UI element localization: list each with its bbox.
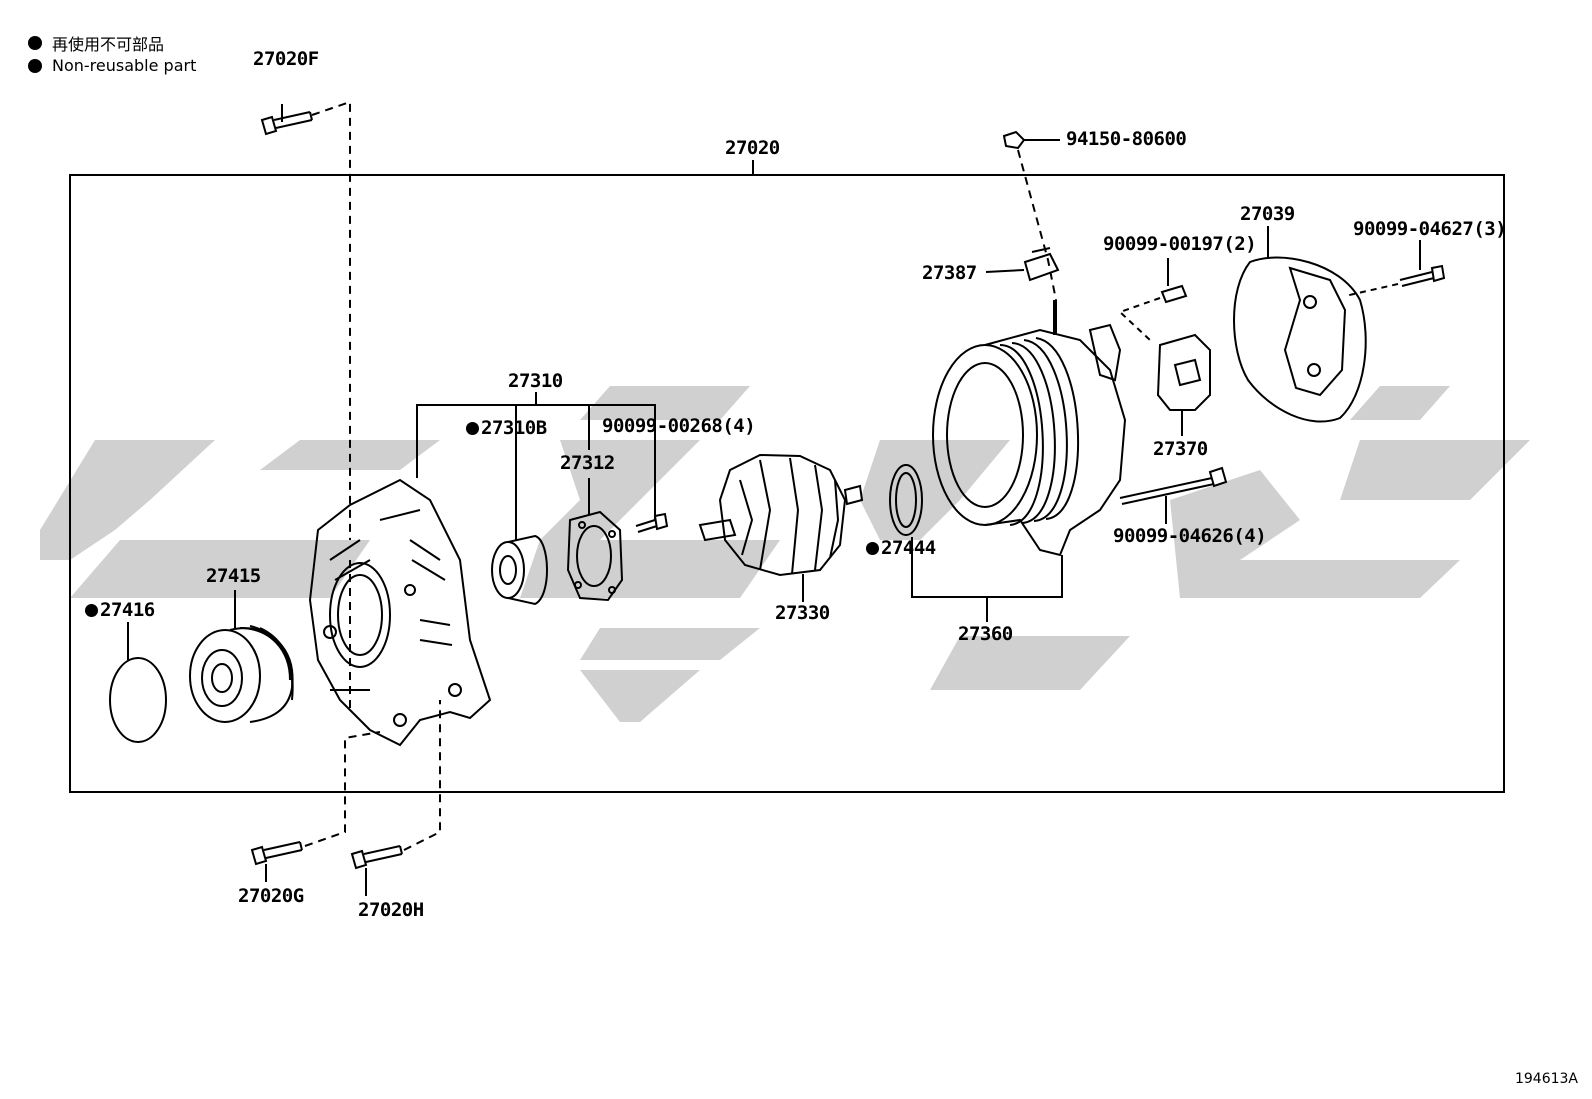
non-reusable-dot-icon bbox=[866, 542, 879, 555]
label-27020F[interactable]: 27020F bbox=[253, 48, 319, 70]
label-27330[interactable]: 27330 bbox=[775, 602, 830, 624]
label-27312[interactable]: 27312 bbox=[560, 452, 615, 474]
label-27020G[interactable]: 27020G bbox=[238, 885, 304, 907]
drive-end-frame-shape bbox=[308, 478, 492, 747]
rotor-27330-shape bbox=[698, 453, 864, 577]
label-90099-00268[interactable]: 90099-00268(4) bbox=[602, 415, 756, 437]
non-reusable-dot-icon bbox=[85, 604, 98, 617]
label-27039[interactable]: 27039 bbox=[1240, 203, 1295, 225]
bolt-90099-04627-shape bbox=[1399, 264, 1446, 287]
label-27415[interactable]: 27415 bbox=[206, 565, 261, 587]
non-reusable-dot-icon bbox=[28, 36, 42, 50]
non-reusable-dot-icon bbox=[28, 58, 42, 73]
label-90099-04626[interactable]: 90099-04626(4) bbox=[1113, 525, 1267, 547]
label-90099-00197[interactable]: 90099-00197(2) bbox=[1103, 233, 1257, 255]
screw-90099-00197-shape bbox=[1160, 284, 1188, 304]
label-27387[interactable]: 27387 bbox=[922, 262, 977, 284]
label-27416-text: 27416 bbox=[100, 599, 155, 621]
screw-90099-00268-shape bbox=[635, 512, 669, 533]
label-27020[interactable]: 27020 bbox=[725, 137, 780, 159]
label-27310B-text: 27310B bbox=[481, 417, 547, 439]
plate-27312-shape bbox=[566, 510, 624, 602]
legend-english: Non-reusable part bbox=[28, 56, 196, 75]
bolt-27020F-shape bbox=[260, 104, 313, 136]
label-27310B[interactable]: 27310B bbox=[466, 417, 547, 439]
legend-japanese: 再使用不可部品 bbox=[28, 31, 164, 55]
dashed-guide-27020G bbox=[304, 731, 381, 847]
stator-27360-shape bbox=[932, 300, 1127, 557]
nut-94150-80600-shape bbox=[1002, 130, 1026, 150]
legend-japanese-text: 再使用不可部品 bbox=[52, 35, 165, 54]
non-reusable-dot-icon bbox=[466, 422, 479, 435]
bearing-27310B-shape bbox=[491, 534, 548, 606]
regulator-27370-shape bbox=[1156, 333, 1211, 411]
label-27360[interactable]: 27360 bbox=[958, 623, 1013, 645]
insulator-27387-shape bbox=[1023, 247, 1060, 282]
dashed-guide-27020H bbox=[403, 700, 441, 851]
label-27444[interactable]: 27444 bbox=[866, 537, 936, 559]
seal-27444-shape bbox=[889, 464, 923, 536]
legend-english-text: Non-reusable part bbox=[52, 56, 197, 75]
diagram-code: 194613A bbox=[1514, 1071, 1578, 1087]
watermark-logo bbox=[40, 386, 1530, 722]
assembly-frame bbox=[69, 174, 1505, 793]
cap-27416-shape bbox=[109, 657, 167, 743]
label-94150-80600[interactable]: 94150-80600 bbox=[1066, 128, 1187, 150]
label-27370[interactable]: 27370 bbox=[1153, 438, 1208, 460]
label-27416[interactable]: 27416 bbox=[85, 599, 155, 621]
cover-27039-shape bbox=[1233, 256, 1367, 423]
bolt-27020H-shape bbox=[350, 845, 403, 896]
label-27020H[interactable]: 27020H bbox=[358, 899, 424, 921]
bolt-27020G-shape bbox=[250, 841, 303, 882]
dashed-guide-27020F bbox=[311, 100, 351, 710]
bolt-90099-04626-shape bbox=[1119, 466, 1228, 505]
label-27310[interactable]: 27310 bbox=[508, 370, 563, 392]
pulley-27415-shape bbox=[189, 625, 294, 723]
label-27444-text: 27444 bbox=[881, 537, 936, 559]
label-90099-04627[interactable]: 90099-04627(3) bbox=[1353, 218, 1507, 240]
